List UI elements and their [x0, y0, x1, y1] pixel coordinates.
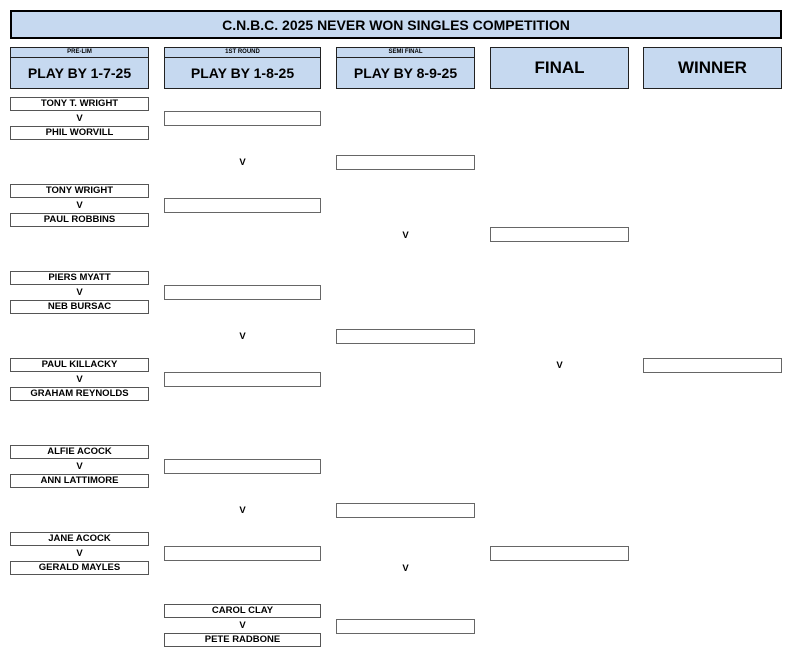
prelim-match-3-player-2: NEB BURSAC	[10, 300, 149, 314]
round1-bye-player-2: PETE RADBONE	[164, 633, 321, 647]
header-round1: 1ST ROUND PLAY BY 1-8-25	[164, 47, 321, 89]
prelim-match-4-versus: V	[76, 374, 83, 385]
prelim-match-3-versus: V	[76, 287, 83, 298]
prelim-match-4-player-2: GRAHAM REYNOLDS	[10, 387, 149, 401]
header-final: FINAL	[490, 47, 629, 89]
header-semi-deadline: PLAY BY 8-9-25	[353, 65, 458, 81]
prelim-match-6-player-1: JANE ACOCK	[10, 532, 149, 546]
header-round1-deadline: PLAY BY 1-8-25	[190, 65, 295, 81]
semi-slot-1[interactable]	[336, 155, 475, 170]
header-semi-round: SEMI FINAL	[337, 48, 474, 58]
header-winner: WINNER	[643, 47, 782, 89]
header-prelim: PRE-LIM PLAY BY 1-7-25	[10, 47, 149, 89]
round1-slot-2[interactable]	[164, 198, 321, 213]
prelim-match-2-player-2: PAUL ROBBINS	[10, 213, 149, 227]
prelim-match-5-player-1: ALFIE ACOCK	[10, 445, 149, 459]
prelim-match-5-versus: V	[76, 461, 83, 472]
semi-versus-1: V	[402, 230, 409, 241]
final-slot-1[interactable]	[490, 227, 629, 242]
prelim-match-2-versus: V	[76, 200, 83, 211]
round1-versus-2: V	[239, 331, 246, 342]
prelim-match-6-player-2: GERALD MAYLES	[10, 561, 149, 575]
semi-slot-3[interactable]	[336, 503, 475, 518]
round1-slot-6[interactable]	[164, 546, 321, 561]
header-winner-label: WINNER	[678, 58, 747, 77]
round1-versus-3: V	[239, 505, 246, 516]
prelim-match-1-versus: V	[76, 113, 83, 124]
final-slot-2[interactable]	[490, 546, 629, 561]
prelim-match-1-player-1: TONY T. WRIGHT	[10, 97, 149, 111]
prelim-match-3-player-1: PIERS MYATT	[10, 271, 149, 285]
prelim-match-5-player-2: ANN LATTIMORE	[10, 474, 149, 488]
winner-slot[interactable]	[643, 358, 782, 373]
round1-slot-5[interactable]	[164, 459, 321, 474]
round1-slot-1[interactable]	[164, 111, 321, 126]
semi-slot-2[interactable]	[336, 329, 475, 344]
round1-bye-player-1: CAROL CLAY	[164, 604, 321, 618]
semi-versus-2: V	[402, 563, 409, 574]
round1-versus-1: V	[239, 157, 246, 168]
final-versus: V	[556, 360, 563, 371]
round1-slot-3[interactable]	[164, 285, 321, 300]
header-round1-round: 1ST ROUND	[165, 48, 320, 58]
header-final-label: FINAL	[534, 58, 585, 77]
round1-slot-4[interactable]	[164, 372, 321, 387]
prelim-match-2-player-1: TONY WRIGHT	[10, 184, 149, 198]
semi-slot-4[interactable]	[336, 619, 475, 634]
header-prelim-round: PRE-LIM	[11, 48, 148, 58]
round1-bye-versus: V	[239, 620, 246, 631]
prelim-match-4-player-1: PAUL KILLACKY	[10, 358, 149, 372]
prelim-match-1-player-2: PHIL WORVILL	[10, 126, 149, 140]
prelim-match-6-versus: V	[76, 548, 83, 559]
competition-title: C.N.B.C. 2025 NEVER WON SINGLES COMPETIT…	[10, 10, 782, 39]
header-semi: SEMI FINAL PLAY BY 8-9-25	[336, 47, 475, 89]
header-prelim-deadline: PLAY BY 1-7-25	[27, 65, 132, 81]
